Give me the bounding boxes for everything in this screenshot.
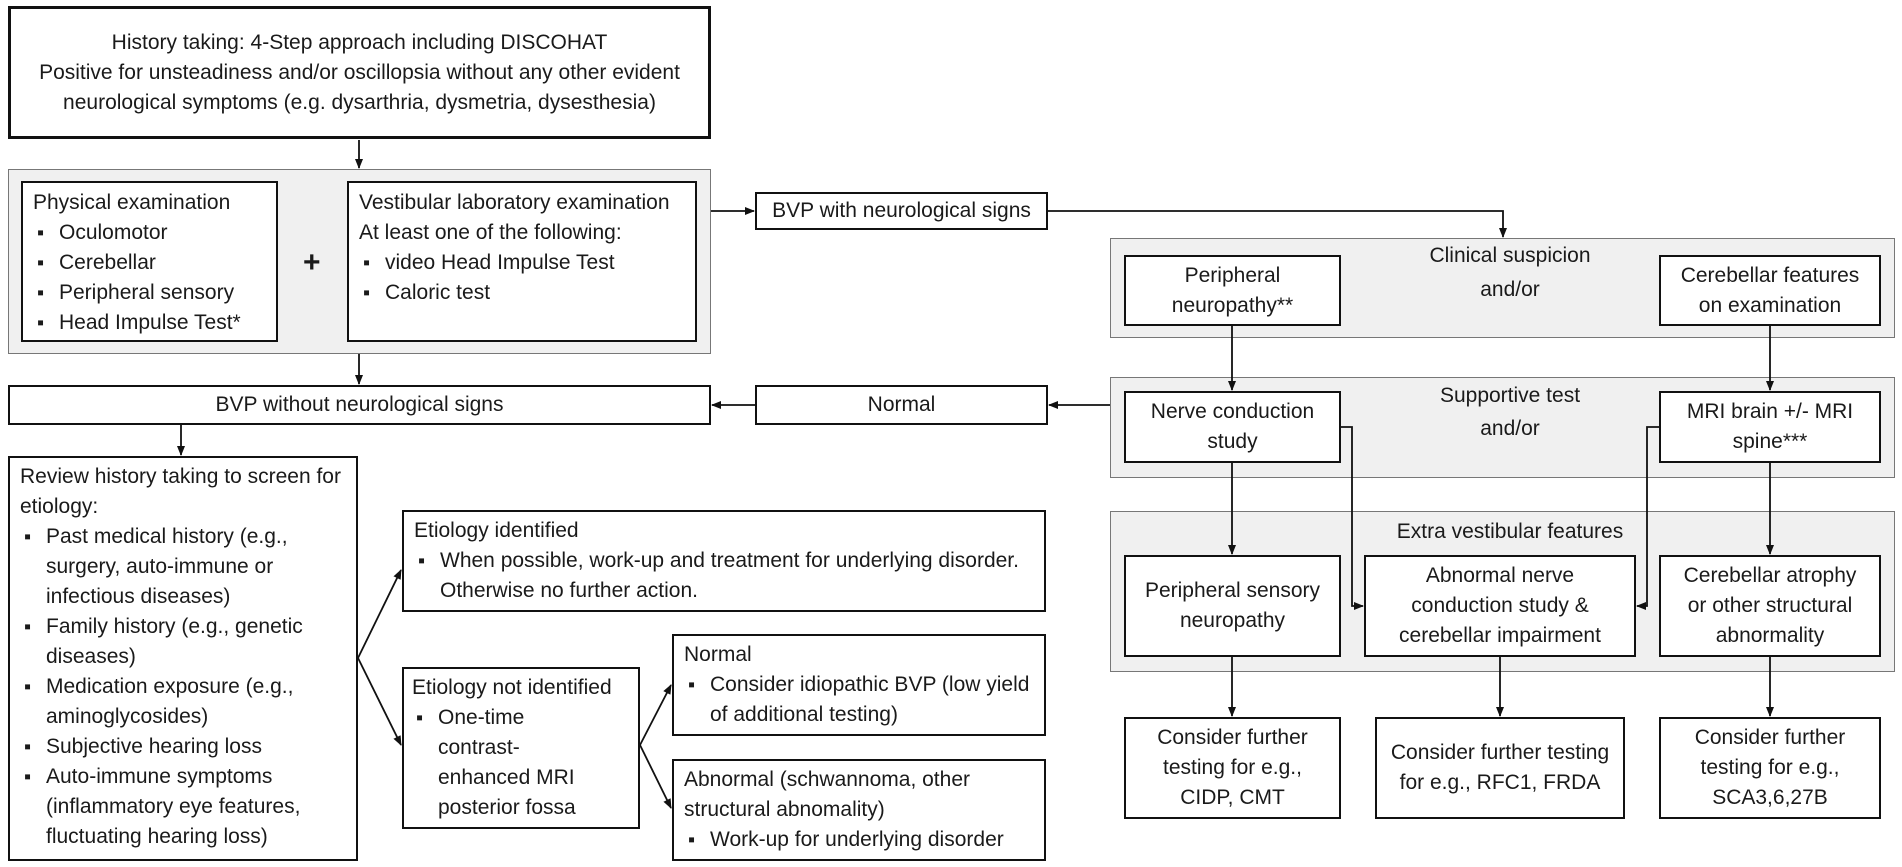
arrow-review-to-not-identified [357,657,402,746]
abnormal-structural-list: Work-up for underlying disorder [684,825,1034,855]
arrow-not-identified-to-abnormal [639,744,672,809]
vestibular-exam-box: Vestibular laboratory examination At lea… [347,181,697,342]
peripheral-sensory-label: Peripheral sensory neuropathy [1144,579,1321,632]
bvp-with-neuro-label: BVP with neurological signs [772,199,1031,222]
list-item: Consider idiopathic BVP (low yield of ad… [684,670,1034,730]
supportive-test-label: Supportive test [1439,384,1581,407]
review-history-title: Review history taking to screen for etio… [20,465,341,518]
clinical-suspicion-label: Clinical suspicion [1429,244,1591,267]
history-taking-title: History taking: 4-Step approach includin… [111,30,608,54]
abnormal-conduction-label: Abnormal nerve conduction study & cerebe… [1399,564,1601,647]
mri-brain-box: MRI brain +/- MRI spine*** [1659,391,1881,463]
further-testing-left-label: Consider further testing for e.g., CIDP,… [1157,726,1308,809]
further-testing-middle-box: Consider further testing for e.g., RFC1,… [1375,717,1625,819]
vestibular-exam-subtitle: At least one of the following: [359,221,622,244]
abnormal-title-word: Abnormal [684,768,774,791]
vestibular-exam-list: video Head Impulse Test Caloric test [359,248,685,308]
etiology-identified-list: When possible, work-up and treatment for… [414,546,1034,606]
further-testing-right-box: Consider further testing for e.g., SCA3,… [1659,717,1881,819]
cerebellar-features-label: Cerebellar features on examination [1680,263,1860,317]
bvp-with-neuro-box: BVP with neurological signs [755,192,1048,230]
list-item: Auto-immune symptoms (inflammatory eye f… [20,762,346,852]
plus-sign: + [303,246,321,279]
cerebellar-atrophy-box: Cerebellar atrophy or other structural a… [1659,555,1881,657]
cerebellar-atrophy-label: Cerebellar atrophy or other structural a… [1683,564,1857,647]
arrow-review-to-identified [357,569,402,659]
clinical-andor-label: and/or [1480,278,1540,301]
history-taking-box: History taking: 4-Step approach includin… [8,6,711,139]
review-history-box: Review history taking to screen for etio… [8,456,358,861]
list-item: Work-up for underlying disorder [684,825,1034,855]
normal-result-label: Normal [867,393,936,416]
further-testing-middle-label: Consider further testing for e.g., RFC1,… [1390,741,1610,794]
arrow-not-identified-to-normal [639,684,672,746]
nerve-conduction-box: Nerve conduction study [1124,391,1341,463]
list-item: Oculomotor [33,218,266,248]
physical-exam-list: Oculomotor Cerebellar Peripheral sensory… [33,218,266,338]
cerebellar-features-box: Cerebellar features on examination [1659,255,1881,326]
physical-exam-title: Physical examination [33,191,231,214]
peripheral-sensory-box: Peripheral sensory neuropathy [1124,555,1341,657]
list-item: Medication exposure (e.g., aminoglycosid… [20,672,346,732]
peripheral-neuropathy-box: Peripheral neuropathy** [1124,255,1341,326]
history-taking-text: Positive for unsteadiness and/or oscillo… [39,60,680,114]
supportive-andor-label: and/or [1480,417,1540,440]
arrow-bvp-neuro-to-clinical [1048,210,1507,238]
arrow-conduction-to-abnormal [1341,426,1364,610]
normal-idiopathic-box: Normal Consider idiopathic BVP (low yiel… [672,634,1046,736]
vestibular-exam-title: Vestibular laboratory examination [359,191,670,214]
list-item: Subjective hearing loss [20,732,346,762]
normal-result-box: Normal [755,385,1048,425]
list-item: Family history (e.g., genetic diseases) [20,612,346,672]
abnormal-structural-title: Abnormal (schwannoma, other structural a… [684,765,1034,825]
list-item: Past medical history (e.g., surgery, aut… [20,522,346,612]
etiology-identified-title: Etiology identified [414,519,579,542]
list-item: One-time contrast-enhanced MRI posterior… [412,703,630,823]
bvp-without-neuro-label: BVP without neurological signs [215,393,504,416]
physical-exam-box: Physical examination Oculomotor Cerebell… [21,181,278,342]
mri-brain-label: MRI brain +/- MRI spine*** [1686,400,1854,453]
normal-idiopathic-list: Consider idiopathic BVP (low yield of ad… [684,670,1034,730]
list-item: Caloric test [359,278,685,308]
list-item: Head Impulse Test* [33,308,266,338]
abnormal-conduction-box: Abnormal nerve conduction study & cerebe… [1364,555,1636,657]
etiology-identified-box: Etiology identified When possible, work-… [402,510,1046,612]
bvp-without-neuro-box: BVP without neurological signs [8,385,711,425]
list-item: video Head Impulse Test [359,248,685,278]
list-item: Cerebellar [33,248,266,278]
arrow-mri-to-abnormal [1636,426,1659,610]
abnormal-title-rest: (schwannoma, other structural abnomality… [684,768,970,821]
review-history-list: Past medical history (e.g., surgery, aut… [20,522,346,852]
abnormal-structural-box: Abnormal (schwannoma, other structural a… [672,759,1046,861]
etiology-not-identified-list: One-time contrast-enhanced MRI posterior… [412,703,630,823]
further-testing-right-label: Consider further testing for e.g., SCA3,… [1694,726,1846,809]
etiology-not-identified-box: Etiology not identified One-time contras… [402,667,640,829]
normal-idiopathic-title: Normal [684,643,752,666]
etiology-not-identified-title: Etiology not identified [412,676,612,699]
extra-vestibular-label: Extra vestibular features [1396,520,1624,543]
peripheral-neuropathy-label: Peripheral neuropathy** [1171,263,1294,317]
further-testing-left-box: Consider further testing for e.g., CIDP,… [1124,717,1341,819]
nerve-conduction-label: Nerve conduction study [1150,400,1315,453]
list-item: Peripheral sensory [33,278,266,308]
list-item: When possible, work-up and treatment for… [414,546,1034,606]
